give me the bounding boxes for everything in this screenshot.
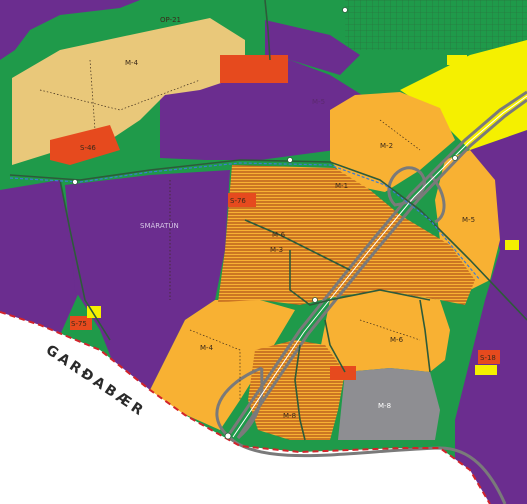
zone-purple-west (0, 180, 80, 335)
zone-yellow-north-small (447, 55, 467, 65)
walking-path (9, 162, 481, 281)
area-outside-municipality (0, 312, 490, 504)
road-nodes (72, 7, 458, 440)
zone-label-s75: S-75 (71, 320, 87, 328)
zone-label-m8-hatch: M-8 (283, 412, 296, 420)
zone-red-s75 (70, 316, 92, 330)
zone-red-east (478, 350, 500, 364)
zone-purple-north-strip (265, 20, 360, 75)
zone-label-smaratun: SMÁRATÚN (140, 221, 179, 230)
zone-label-m4-top: M-4 (125, 59, 139, 67)
zone-red-s76 (228, 193, 256, 207)
zone-label-m5: M-5 (312, 98, 325, 106)
zone-yellow-east-small-2 (505, 240, 519, 250)
zone-red-north (220, 55, 288, 83)
footpaths (39, 59, 421, 400)
zone-label-m6-east: M-6 (390, 336, 404, 344)
zone-label-m5-east: M-5 (462, 216, 475, 224)
zone-purple-east (455, 130, 527, 504)
zone-hatched-m6 (218, 165, 475, 305)
zone-label-s46: S-46 (80, 144, 96, 152)
zone-label-m1: M-1 (335, 182, 348, 190)
zone-orange-south-west (150, 300, 295, 430)
zone-label-m8: M-8 (378, 402, 391, 410)
highway-interchange (215, 90, 527, 504)
local-roads (9, 0, 527, 441)
zone-orange-m2 (330, 92, 455, 192)
zone-grey (338, 368, 440, 440)
zone-label-m6: M-6 (272, 231, 286, 239)
highway-centerline (232, 95, 527, 438)
zone-label-m4-west: M-4 (200, 344, 214, 352)
zone-label-m2: M-2 (380, 142, 393, 150)
zone-purple-northwest (0, 0, 140, 60)
zone-label-or21: OP-21 (160, 16, 181, 24)
zone-label-s76: S-76 (230, 197, 246, 205)
zone-tan-m4 (12, 18, 245, 165)
zone-yellow-east-small (475, 365, 497, 375)
zone-label-m3: M-3 (270, 246, 283, 254)
zone-label-s18: S-18 (480, 354, 496, 362)
zone-orange-south-east (320, 290, 450, 372)
zone-red-s46 (50, 125, 120, 165)
zone-red-south (330, 366, 356, 380)
zone-grid-settlement (345, 0, 527, 50)
